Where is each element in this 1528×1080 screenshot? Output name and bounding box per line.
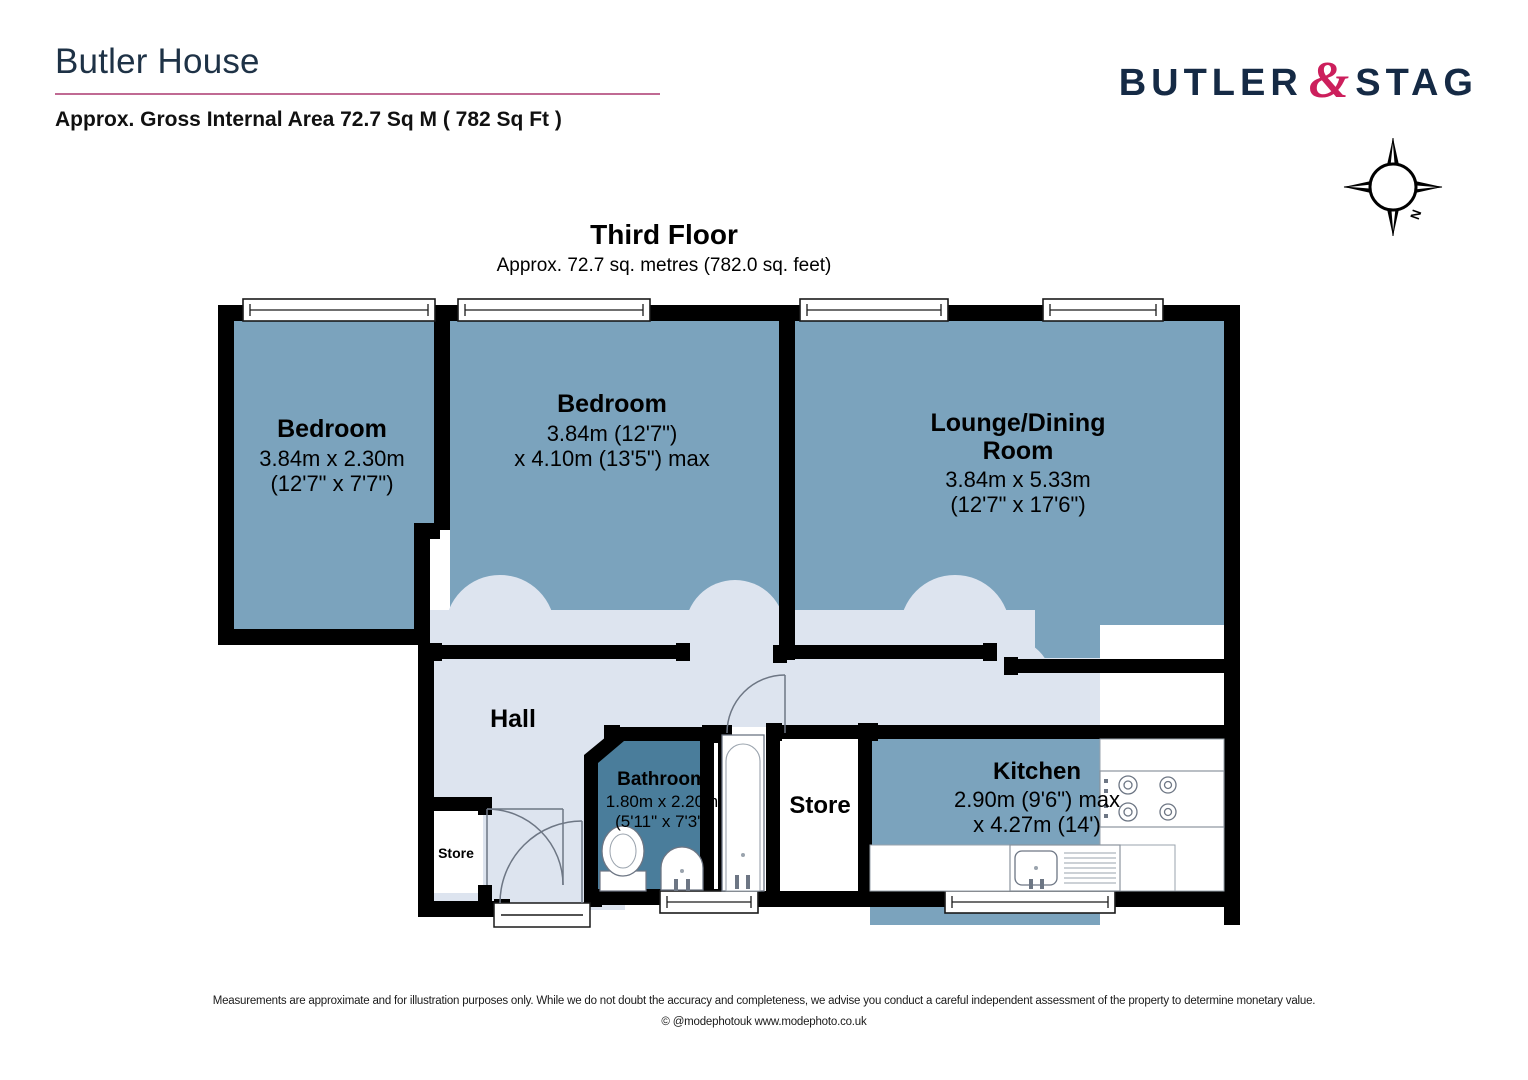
page-title: Butler House bbox=[55, 42, 260, 81]
room-dim-kitchen-imperial: x 4.27m (14') bbox=[973, 812, 1101, 837]
room-label-lounge-line2: Room bbox=[983, 437, 1054, 465]
room-dim-bedroom-1-metric: 3.84m x 2.30m bbox=[259, 446, 405, 471]
copyright-text: © @modephotouk www.modephoto.co.uk bbox=[661, 1016, 867, 1028]
brand-logo: BUTLER & STAG bbox=[1118, 52, 1478, 110]
floor-area: Approx. 72.7 sq. metres (782.0 sq. feet) bbox=[496, 254, 832, 276]
window-kitchen bbox=[944, 890, 1116, 914]
bathroom-fixtures bbox=[599, 734, 765, 892]
room-dim-bedroom-1-imperial: (12'7" x 7'7") bbox=[270, 471, 393, 496]
page-header: Butler House Approx. Gross Internal Area… bbox=[0, 0, 1528, 237]
disclaimer-text: Measurements are approximate and for ill… bbox=[212, 995, 1316, 1007]
title-divider bbox=[55, 93, 660, 95]
windows bbox=[242, 298, 1164, 914]
room-dim-bedroom-2-imperial: x 4.10m (13'5") max bbox=[514, 446, 709, 471]
bathtub-fixture bbox=[721, 734, 765, 892]
window-bedroom-2 bbox=[457, 298, 651, 322]
floor-name: Third Floor bbox=[590, 219, 738, 250]
sink-and-drainer-fixture bbox=[1009, 844, 1121, 892]
room-label-kitchen: Kitchen bbox=[993, 758, 1081, 785]
room-label-bathroom: Bathroom bbox=[617, 769, 707, 790]
gross-internal-area-subtitle: Approx. Gross Internal Area 72.7 Sq M ( … bbox=[55, 108, 562, 131]
room-labels: Bedroom 3.84m x 2.30m (12'7" x 7'7") Bed… bbox=[259, 390, 1120, 861]
door-store-main bbox=[726, 674, 786, 734]
room-dim-bathroom-metric: 1.80m x 2.20m bbox=[606, 792, 718, 811]
doors bbox=[486, 674, 786, 928]
brand-word-stag: STAG bbox=[1355, 61, 1478, 104]
room-label-store-main: Store bbox=[789, 792, 850, 819]
brand-word-butler: BUTLER bbox=[1118, 61, 1303, 104]
room-label-store-small: Store bbox=[438, 845, 474, 861]
room-dim-lounge-imperial: (12'7" x 17'6") bbox=[950, 492, 1085, 517]
door-entrance bbox=[493, 820, 591, 928]
compass-rose-icon bbox=[1343, 137, 1443, 237]
window-bathroom bbox=[659, 890, 759, 914]
page-footer: Measurements are approximate and for ill… bbox=[0, 995, 1528, 1028]
room-label-lounge-line1: Lounge/Dining bbox=[931, 409, 1106, 437]
toilet-fixture bbox=[599, 825, 647, 892]
room-label-hall: Hall bbox=[490, 705, 536, 733]
wash-basin-fixture bbox=[660, 846, 704, 891]
hob-fixture bbox=[1099, 770, 1225, 828]
floor-heading: Third Floor Approx. 72.7 sq. metres (782… bbox=[0, 219, 1528, 277]
window-lounge-left bbox=[799, 298, 949, 322]
walls bbox=[218, 305, 1240, 925]
kitchen-fixtures bbox=[869, 738, 1225, 892]
room-label-bedroom-1: Bedroom bbox=[277, 415, 387, 443]
room-dim-lounge-metric: 3.84m x 5.33m bbox=[945, 467, 1091, 492]
room-label-bedroom-2: Bedroom bbox=[557, 390, 667, 418]
room-dim-bedroom-2-metric: 3.84m (12'7") bbox=[547, 421, 678, 446]
floor-plan: Bedroom 3.84m x 2.30m (12'7" x 7'7") Bed… bbox=[0, 285, 1528, 935]
room-dim-bathroom-imperial: (5'11" x 7'3") bbox=[615, 812, 709, 831]
brand-ampersand-icon: & bbox=[1308, 52, 1350, 110]
window-lounge-right bbox=[1042, 298, 1164, 322]
window-bedroom-1 bbox=[242, 298, 436, 322]
room-dim-kitchen-metric: 2.90m (9'6") max bbox=[954, 787, 1120, 812]
